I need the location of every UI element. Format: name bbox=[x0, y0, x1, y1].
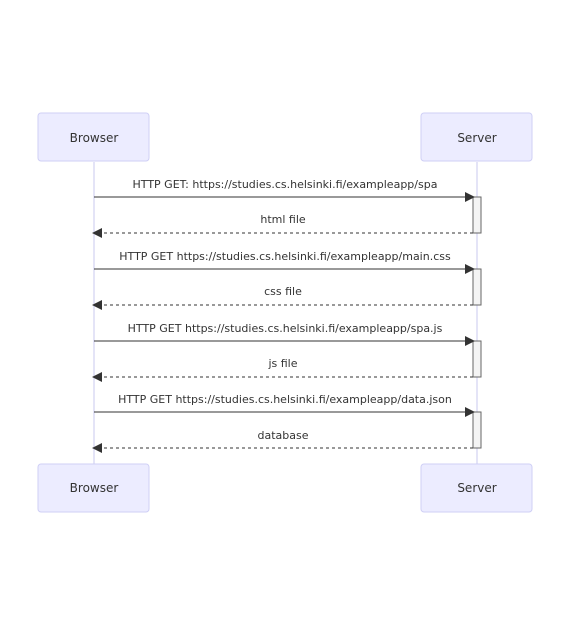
message-8-label: database bbox=[258, 429, 309, 442]
message-1-label: HTTP GET: https://studies.cs.helsinki.fi… bbox=[133, 178, 438, 191]
message-3: HTTP GET https://studies.cs.helsinki.fi/… bbox=[94, 250, 475, 274]
message-4-label: css file bbox=[264, 285, 302, 298]
message-7: HTTP GET https://studies.cs.helsinki.fi/… bbox=[94, 393, 475, 417]
server-activation-4 bbox=[472, 411, 482, 449]
server-actor-top-label: Server bbox=[457, 131, 496, 145]
browser-actor-top-label: Browser bbox=[70, 131, 119, 145]
message-6: js file bbox=[92, 357, 473, 382]
message-5: HTTP GET https://studies.cs.helsinki.fi/… bbox=[94, 322, 475, 346]
browser-actor-top: Browser bbox=[37, 112, 150, 162]
server-activation-2 bbox=[472, 268, 482, 306]
message-2: html file bbox=[92, 213, 473, 238]
message-8: database bbox=[92, 429, 473, 453]
message-5-label: HTTP GET https://studies.cs.helsinki.fi/… bbox=[128, 322, 443, 335]
server-activation-3 bbox=[472, 340, 482, 378]
message-2-label: html file bbox=[260, 213, 306, 226]
message-4: css file bbox=[92, 285, 473, 310]
browser-actor-bottom: Browser bbox=[37, 463, 150, 513]
server-actor-bottom: Server bbox=[420, 463, 533, 513]
message-3-label: HTTP GET https://studies.cs.helsinki.fi/… bbox=[119, 250, 451, 263]
browser-actor-bottom-label: Browser bbox=[70, 481, 119, 495]
server-actor-bottom-label: Server bbox=[457, 481, 496, 495]
message-6-label: js file bbox=[267, 357, 297, 370]
message-7-label: HTTP GET https://studies.cs.helsinki.fi/… bbox=[118, 393, 452, 406]
server-actor-top: Server bbox=[420, 112, 533, 162]
server-activation-1 bbox=[472, 196, 482, 234]
message-1: HTTP GET: https://studies.cs.helsinki.fi… bbox=[94, 178, 475, 202]
